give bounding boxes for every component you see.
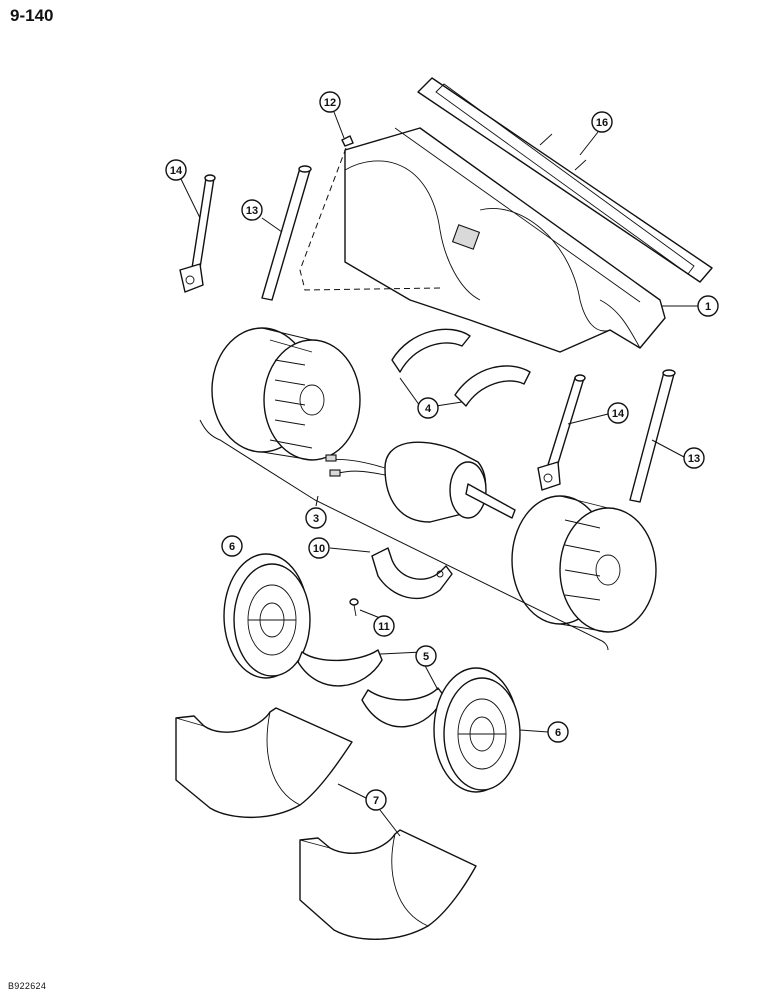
callout-4: 4 — [417, 397, 439, 419]
figure-code: B922624 — [8, 981, 47, 991]
svg-text:4: 4 — [425, 403, 432, 415]
drain-hose-left-part — [179, 174, 216, 293]
blower-wheel-left-part — [211, 327, 361, 461]
screw-part — [349, 598, 359, 617]
drain-hose-right-part — [537, 374, 586, 491]
callout-1: 1 — [697, 295, 719, 317]
blower-housing-part — [344, 127, 666, 353]
callout-11: 11 — [373, 615, 395, 637]
svg-text:3: 3 — [313, 513, 319, 525]
callout-14-right: 14 — [607, 402, 629, 424]
callout-3: 3 — [305, 507, 327, 529]
svg-text:12: 12 — [324, 97, 336, 109]
callout-6-right: 6 — [547, 721, 569, 743]
inlet-ring-right-part — [433, 667, 521, 793]
callout-5: 5 — [415, 645, 437, 667]
callout-12: 12 — [319, 91, 341, 113]
leader-lines — [179, 111, 698, 837]
svg-text:13: 13 — [246, 205, 258, 217]
lower-housing-lower-part — [299, 829, 477, 940]
motor-mount-bracket-part — [371, 547, 453, 600]
svg-text:7: 7 — [373, 795, 379, 807]
callout-16: 16 — [591, 111, 613, 133]
svg-text:1: 1 — [705, 301, 711, 313]
filter-frame-part — [417, 77, 713, 283]
blower-motor-part — [325, 441, 516, 523]
seal-upper-part — [391, 328, 531, 407]
page-number: 9-140 — [10, 6, 54, 25]
svg-text:5: 5 — [423, 651, 429, 663]
callout-14-left: 14 — [165, 159, 187, 181]
callout-10: 10 — [308, 537, 330, 559]
callout-6-left: 6 — [221, 535, 243, 557]
callout-13-right: 13 — [683, 447, 705, 469]
svg-text:14: 14 — [170, 165, 183, 177]
lower-housing-upper-part — [175, 707, 353, 819]
svg-text:10: 10 — [313, 543, 325, 555]
assembly-group-bracket — [199, 419, 609, 651]
svg-text:6: 6 — [555, 727, 561, 739]
svg-text:13: 13 — [688, 453, 700, 465]
blower-wheel-right-part — [511, 495, 657, 633]
svg-text:6: 6 — [229, 541, 235, 553]
callout-7: 7 — [365, 789, 387, 811]
inlet-ring-left-part — [223, 553, 311, 679]
clip-part — [341, 135, 354, 147]
hose-right-part — [629, 369, 676, 503]
svg-text:11: 11 — [378, 621, 390, 633]
svg-text:16: 16 — [596, 117, 608, 129]
svg-text:14: 14 — [612, 408, 625, 420]
callout-13-left: 13 — [241, 199, 263, 221]
hose-left-part — [261, 165, 312, 301]
